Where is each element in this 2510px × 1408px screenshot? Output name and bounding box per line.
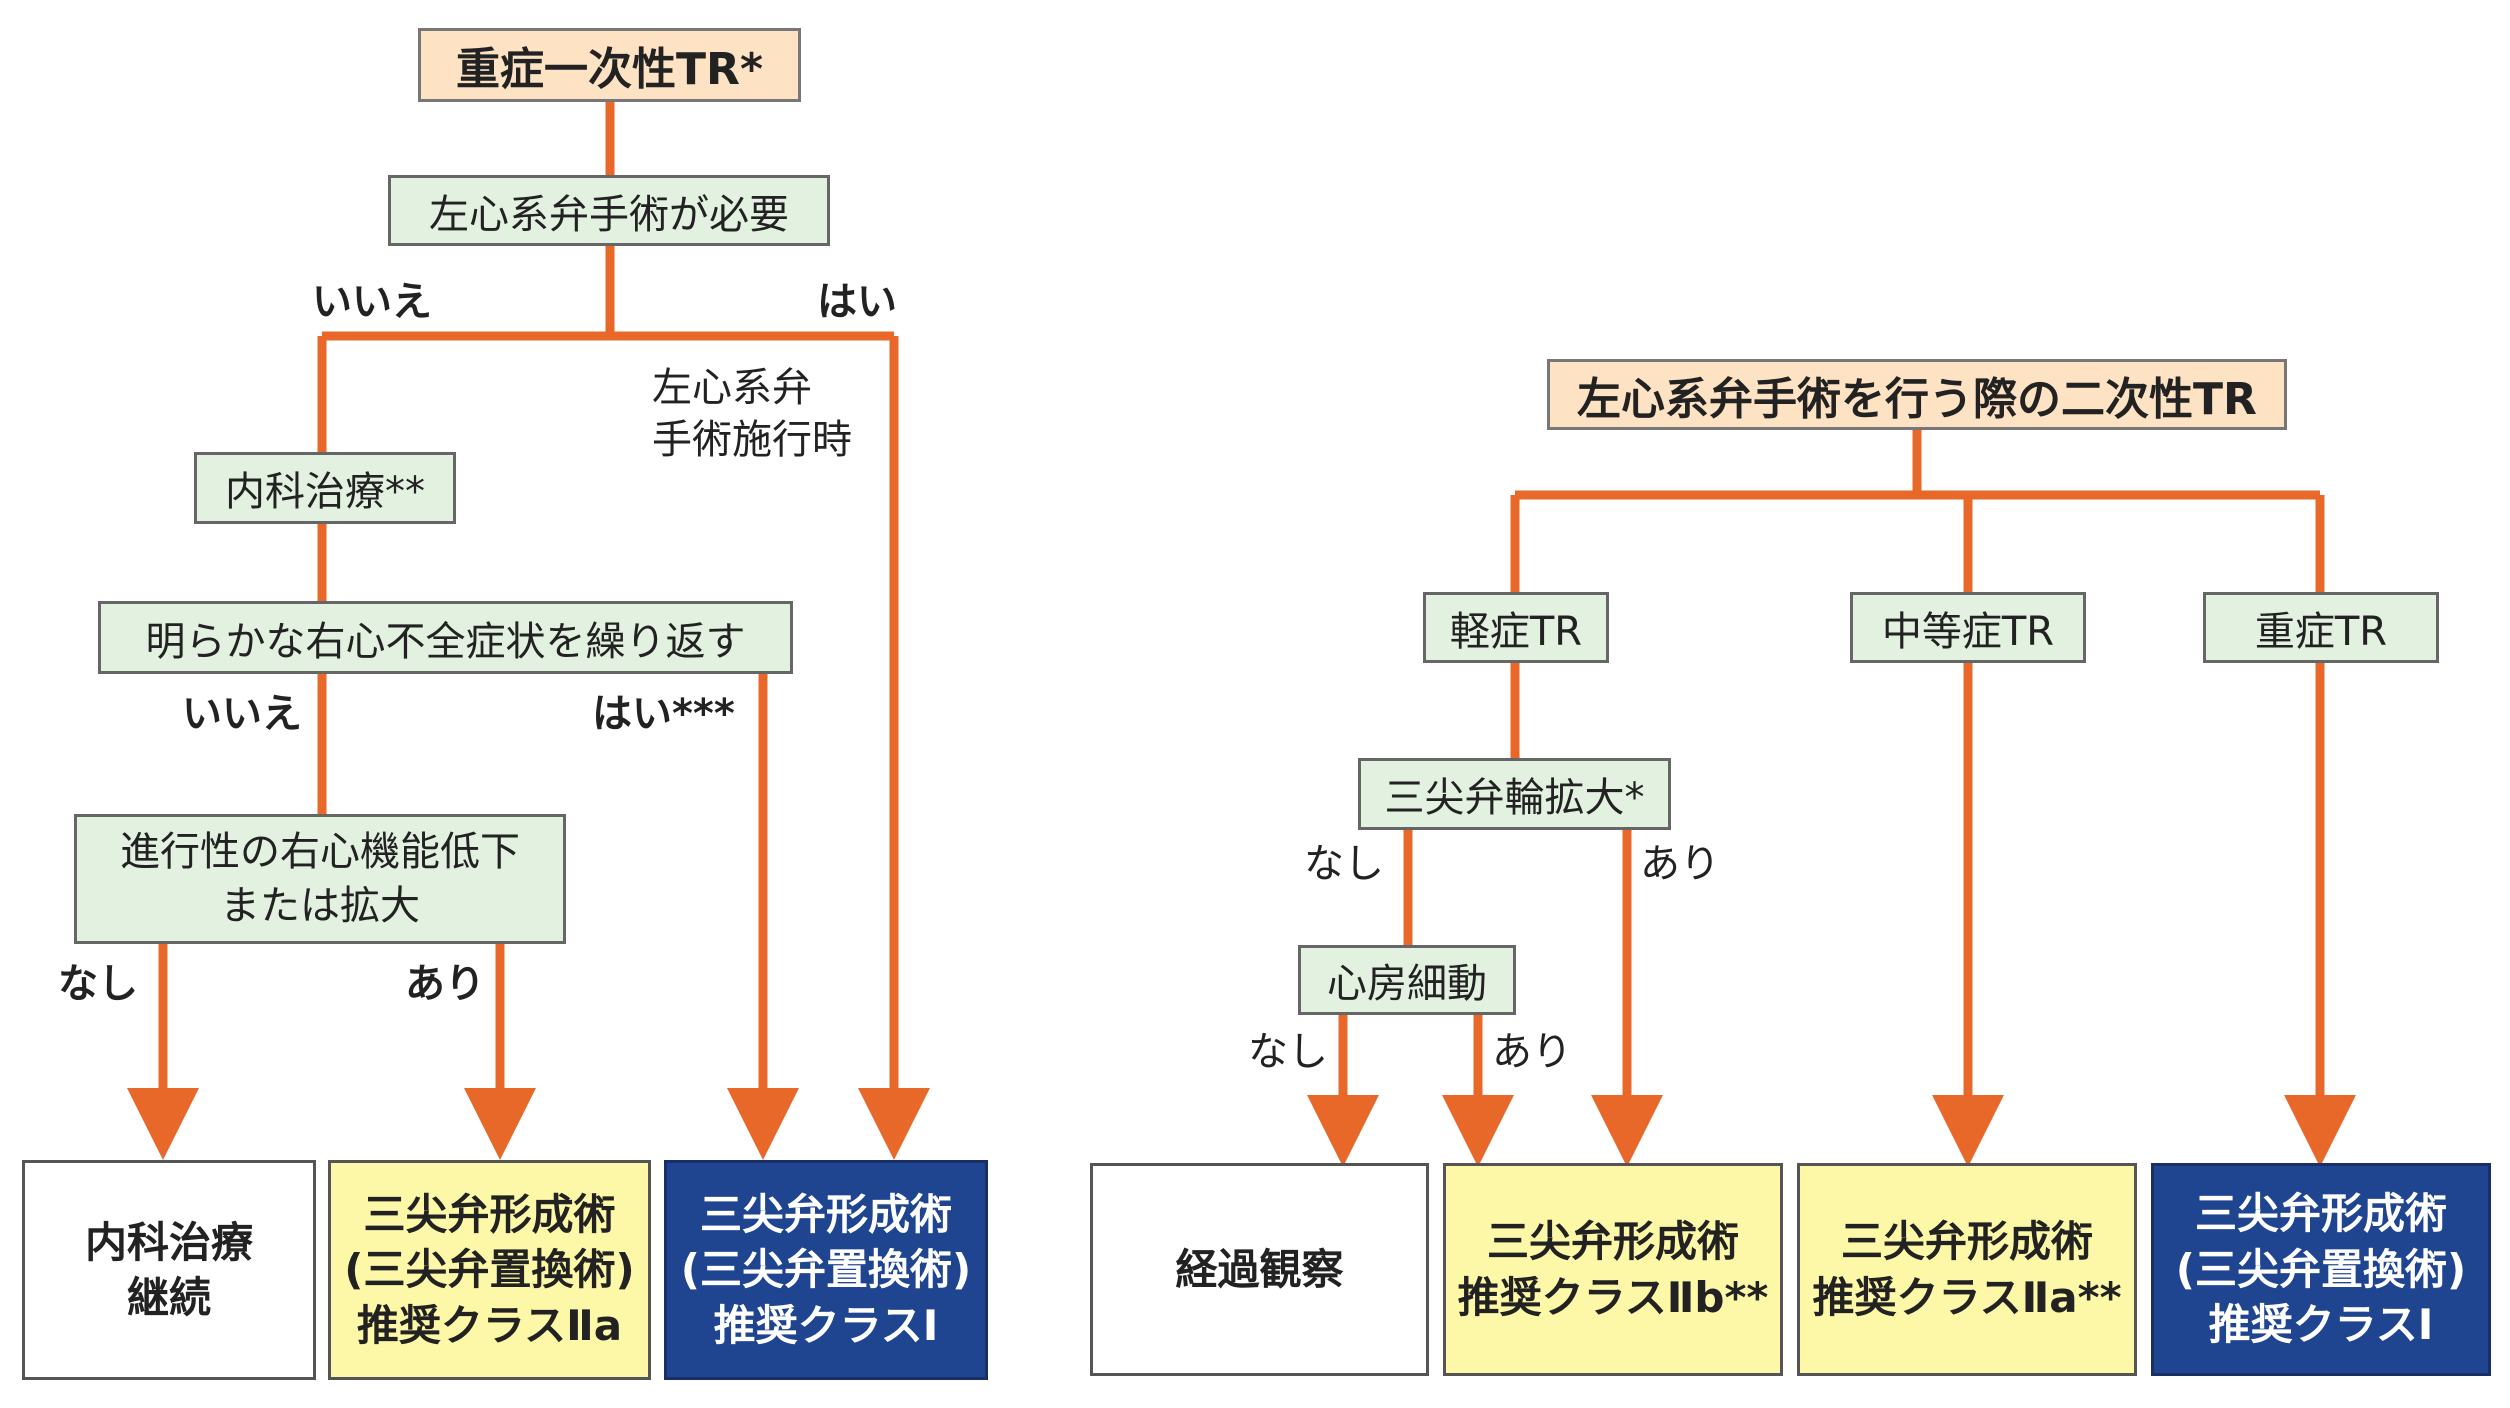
q3-present-label: あり: [405, 961, 485, 1007]
connector-title-split: [1515, 430, 2320, 500]
q3-text: 進行性の右心機能低下 または拡大: [120, 829, 520, 929]
q2-right-heart-failure-box: 明らかな右心不全症状を繰り返す: [98, 601, 793, 674]
q3-right-heart-decline-box: 進行性の右心機能低下 または拡大: [74, 814, 566, 944]
q1-text: 左心系弁手術が必要: [429, 191, 789, 238]
mild-tr-text: 軽症TR: [1449, 608, 1583, 655]
q1-no-label: いいえ: [312, 279, 432, 325]
left-result-class-1: 三尖弁形成術 (三尖弁置換術) 推奨クラスⅠ: [664, 1160, 988, 1380]
result-line: 推奨クラスⅠ: [2208, 1300, 2434, 1350]
right-title: 左心系弁手術を行う際の二次性TR: [1577, 373, 2257, 425]
moderate-tr-box: 中等症TR: [1850, 592, 2086, 663]
q1-left-valve-surgery-box: 左心系弁手術が必要: [388, 175, 830, 246]
result-line: 推奨クラスⅡa**: [1812, 1272, 2122, 1322]
q3-none-label: なし: [58, 961, 138, 1007]
connector-q1-split: [322, 246, 894, 341]
atrial-fibrillation-text: 心房細動: [1327, 961, 1487, 1007]
annulus-dilation-text: 三尖弁輪拡大*: [1384, 775, 1645, 821]
left-title: 重症一次性TR*: [456, 44, 763, 95]
right-title-box: 左心系弁手術を行う際の二次性TR: [1547, 359, 2287, 430]
q1-yes-label: はい: [817, 279, 897, 325]
severe-tr-box: 重症TR: [2203, 592, 2439, 663]
right-result-class-2b: 三尖弁形成術 推奨クラスⅡb**: [1443, 1163, 1783, 1376]
right-result-observation: 経過観察: [1090, 1163, 1429, 1376]
result-line: 三尖弁形成術: [363, 1189, 616, 1239]
result-line: (三尖弁置換術): [344, 1245, 635, 1295]
annulus-present-label: あり: [1640, 841, 1720, 887]
medical-therapy-text: 内科治療**: [225, 469, 425, 515]
severe-tr-text: 重症TR: [2254, 608, 2388, 655]
q2-yes-label: はい***: [592, 691, 735, 737]
q2-no-label: いいえ: [182, 691, 302, 737]
result-line: 推奨クラスⅡa: [356, 1300, 623, 1350]
result-line: 推奨クラスⅡb**: [1457, 1272, 1769, 1322]
left-result-class-2a: 三尖弁形成術 (三尖弁置換術) 推奨クラスⅡa: [328, 1160, 651, 1380]
result-line: 内科治療: [84, 1217, 253, 1267]
moderate-tr-text: 中等症TR: [1881, 608, 2055, 655]
result-line: 経過観察: [1175, 1244, 1344, 1294]
yes-note-label: 左心系弁 手術施行時: [652, 365, 852, 463]
mild-tr-box: 軽症TR: [1423, 592, 1609, 663]
annulus-none-label: なし: [1304, 841, 1384, 887]
right-result-class-2a: 三尖弁形成術 推奨クラスⅡa**: [1797, 1163, 2137, 1376]
result-line: 推奨クラスⅠ: [713, 1300, 939, 1350]
annulus-dilation-box: 三尖弁輪拡大*: [1358, 758, 1671, 830]
left-title-box: 重症一次性TR*: [418, 28, 801, 102]
medical-therapy-box: 内科治療**: [194, 452, 456, 524]
result-line: 三尖弁形成術: [1840, 1217, 2093, 1267]
result-line: 三尖弁形成術: [699, 1189, 952, 1239]
result-line: (三尖弁置換術): [2175, 1244, 2467, 1294]
q2-text: 明らかな右心不全症状を繰り返す: [145, 618, 746, 665]
left-result-medical-continue: 内科治療 継続: [22, 1160, 316, 1380]
atrial-fibrillation-box: 心房細動: [1298, 945, 1516, 1015]
result-line: (三尖弁置換術): [680, 1245, 972, 1295]
result-line: 継続: [126, 1273, 211, 1322]
af-none-label: なし: [1248, 1029, 1328, 1075]
right-result-class-1: 三尖弁形成術 (三尖弁置換術) 推奨クラスⅠ: [2151, 1163, 2491, 1376]
af-present-label: あり: [1492, 1029, 1572, 1075]
result-line: 三尖弁形成術: [2194, 1189, 2447, 1239]
result-line: 三尖弁形成術: [1486, 1217, 1739, 1267]
